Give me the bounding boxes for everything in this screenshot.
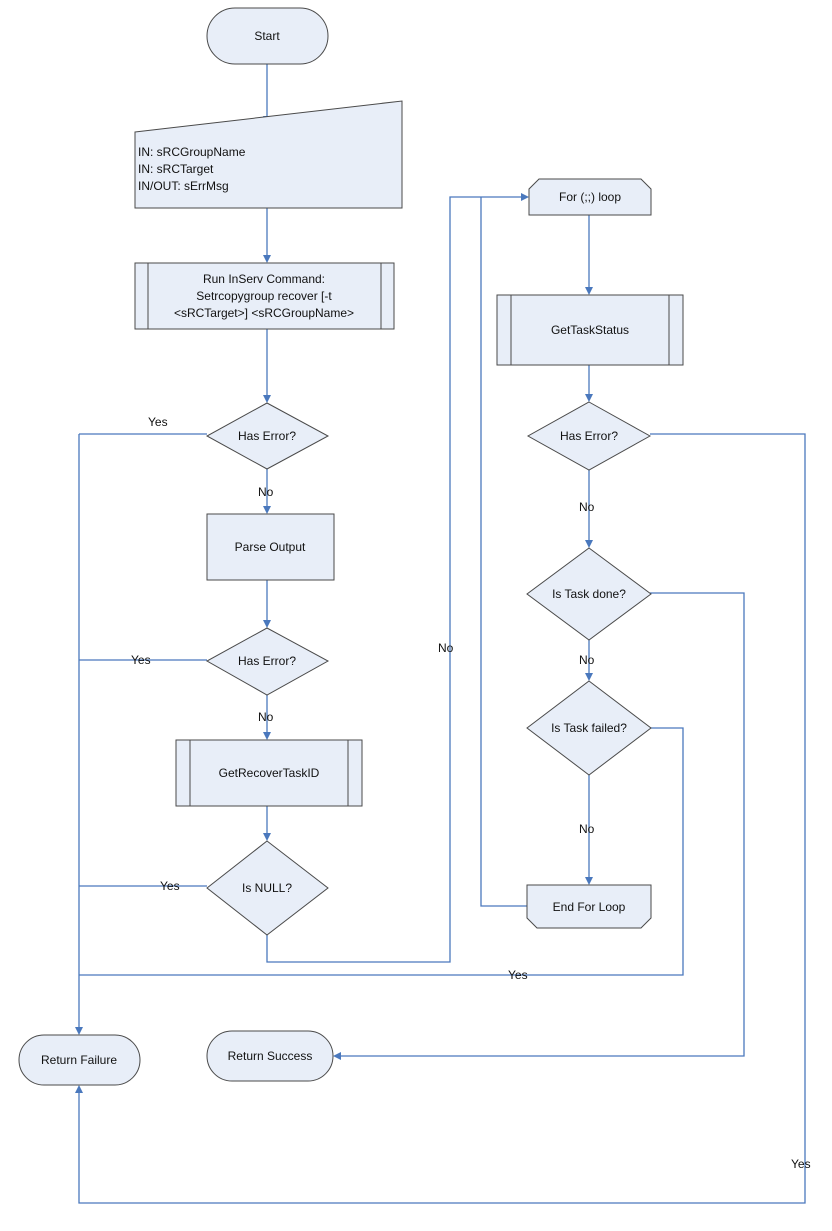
label-err3-no: No: [579, 500, 595, 514]
label-err2-no: No: [258, 710, 274, 724]
node-parse-output-label: Parse Output: [235, 540, 306, 554]
label-err2-yes: Yes: [131, 653, 151, 667]
label-failed-yes: Yes: [508, 968, 528, 982]
node-is-task-done-label: Is Task done?: [552, 587, 626, 601]
node-end-for-loop: End For Loop: [526, 884, 652, 929]
node-parse-output: Parse Output: [206, 513, 335, 581]
node-return-success-label: Return Success: [228, 1049, 313, 1063]
node-run-line-1: Run InServ Command:: [203, 272, 325, 286]
arrowhead: [263, 395, 271, 403]
arrowhead: [263, 255, 271, 263]
label-err1-yes: Yes: [148, 415, 168, 429]
arrowhead: [585, 673, 593, 681]
node-has-error-2: Has Error?: [205, 627, 330, 696]
edge-done-success: [341, 592, 745, 1057]
node-start-label: Start: [254, 29, 280, 43]
node-is-null-label: Is NULL?: [242, 881, 292, 895]
edge-endloop-back: [480, 197, 527, 907]
arrowhead: [585, 877, 593, 885]
arrowhead: [263, 620, 271, 628]
arrowhead: [585, 394, 593, 402]
node-get-task-status: GetTaskStatus: [496, 294, 684, 366]
arrowhead: [263, 506, 271, 514]
node-input-line-1: IN: sRCGroupName: [138, 145, 246, 159]
edge-null-forloop: [266, 196, 521, 963]
node-return-failure-label: Return Failure: [41, 1053, 117, 1067]
node-for-loop: For (;;) loop: [528, 178, 652, 216]
node-input: IN: sRCGroupName IN: sRCTarget IN/OUT: s…: [134, 100, 403, 209]
connectors: [75, 64, 806, 1204]
arrowhead: [263, 833, 271, 841]
label-null-yes: Yes: [160, 879, 180, 893]
node-get-task-status-label: GetTaskStatus: [551, 323, 629, 337]
arrowhead: [333, 1052, 341, 1060]
label-done-no: No: [579, 653, 595, 667]
node-for-loop-label: For (;;) loop: [559, 190, 621, 204]
node-run-line-2: Setrcopygroup recover [-t: [196, 289, 332, 303]
node-is-null: Is NULL?: [206, 840, 329, 936]
label-err1-no: No: [258, 485, 274, 499]
node-end-for-loop-label: End For Loop: [553, 900, 626, 914]
arrowhead: [263, 732, 271, 740]
edge-labels: Yes No Yes No Yes No No No No Yes Yes: [131, 415, 811, 1171]
label-err3-yes: Yes: [791, 1157, 811, 1171]
edge-err3-yes: [78, 433, 806, 1204]
node-run-command: Run InServ Command: Setrcopygroup recove…: [134, 262, 395, 330]
arrowhead: [521, 193, 529, 201]
node-is-task-failed: Is Task failed?: [526, 680, 652, 776]
node-is-task-failed-label: Is Task failed?: [551, 721, 627, 735]
node-has-error-3-label: Has Error?: [560, 429, 618, 443]
node-has-error-1: Has Error?: [205, 402, 330, 470]
arrowhead: [75, 1085, 83, 1093]
arrowhead: [585, 287, 593, 295]
node-is-task-done: Is Task done?: [526, 547, 652, 641]
node-input-line-2: IN: sRCTarget: [138, 162, 214, 176]
label-null-no: No: [438, 641, 454, 655]
node-start: Start: [206, 7, 329, 65]
node-return-failure: Return Failure: [18, 1034, 141, 1086]
node-has-error-1-label: Has Error?: [238, 429, 296, 443]
edge-failed-yes: [79, 727, 684, 976]
node-run-line-3: <sRCTarget>] <sRCGroupName>: [174, 306, 354, 320]
node-get-recover-task-id-label: GetRecoverTaskID: [219, 766, 320, 780]
node-input-line-3: IN/OUT: sErrMsg: [138, 179, 229, 193]
arrowhead: [75, 1027, 83, 1035]
node-has-error-2-label: Has Error?: [238, 654, 296, 668]
node-has-error-3: Has Error?: [526, 401, 652, 471]
node-return-success: Return Success: [206, 1030, 334, 1082]
node-get-recover-task-id: GetRecoverTaskID: [175, 739, 363, 807]
label-failed-no: No: [579, 822, 595, 836]
arrowhead: [585, 540, 593, 548]
